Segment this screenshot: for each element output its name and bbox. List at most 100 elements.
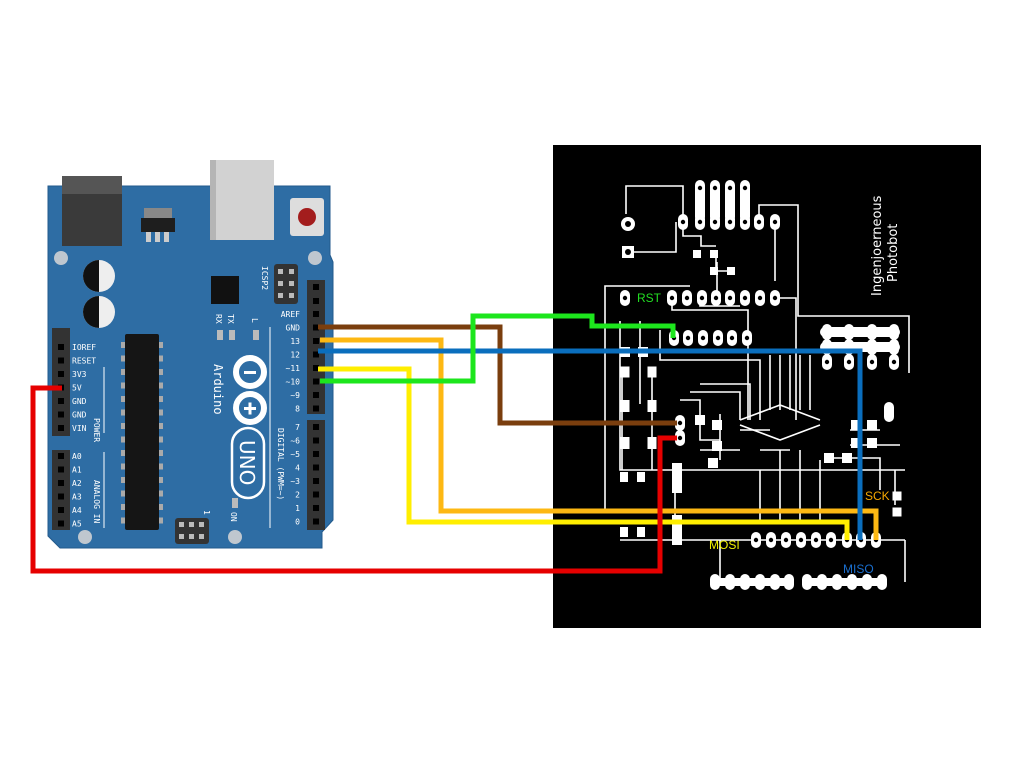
- pcb-title-line2: Photobot: [886, 224, 901, 282]
- pcb-board: Ingenjoerneous Photobot RST SCK MOSI MIS…: [553, 145, 981, 628]
- pcb-smd-pad: [842, 453, 852, 463]
- pin-hole: [313, 451, 319, 457]
- arduino-logo: [233, 355, 267, 425]
- sck-label: SCK: [865, 489, 890, 503]
- power-pin-label: VIN: [72, 424, 87, 433]
- digital-pin-label: 2: [295, 491, 300, 500]
- pcb-smd-pad: [867, 438, 877, 448]
- pcb-smd-pad: [647, 366, 657, 378]
- wire-rst: [320, 313, 676, 384]
- miso-label: MISO: [843, 562, 874, 576]
- pcb-smd-pad: [620, 366, 630, 378]
- icsp2-label: ICSP2: [260, 266, 269, 290]
- l-label: L: [250, 318, 259, 323]
- wire-mosi: [318, 366, 850, 540]
- pin-hole: [313, 365, 319, 371]
- power-header: [52, 328, 70, 436]
- pcb-smd-pad: [851, 438, 861, 448]
- digital-pin-label: 0: [295, 518, 300, 527]
- pcb-smd-pad: [693, 250, 701, 258]
- tx-label: TX: [226, 314, 235, 324]
- icsp2-header: [274, 264, 298, 304]
- pin-hole: [313, 518, 319, 525]
- pcb-smd-pad: [867, 420, 877, 430]
- pin-hole: [313, 392, 319, 398]
- pcb-smd-pad: [637, 472, 645, 482]
- pin-hole: [313, 338, 319, 344]
- pcb-smd-pad: [620, 437, 630, 449]
- analog-pin-label: A3: [72, 493, 82, 502]
- power-pin-label: GND: [72, 411, 87, 420]
- pcb-smd-pad: [637, 527, 645, 537]
- analog-in-label: ANALOG IN: [92, 480, 101, 524]
- pcb-smd-pad: [672, 515, 682, 545]
- pcb-smd-pad: [824, 453, 834, 463]
- power-pin-label: IOREF: [72, 343, 96, 352]
- usb-connector: [210, 160, 274, 240]
- pin-hole: [58, 344, 64, 350]
- pin-hole: [313, 324, 319, 331]
- digital-pin-label: ~5: [290, 450, 300, 459]
- analog-header: [52, 450, 70, 530]
- pin-hole: [313, 405, 319, 412]
- pin-hole: [58, 507, 64, 513]
- pcb-smd-pad: [892, 507, 902, 517]
- pin-hole: [313, 378, 319, 385]
- analog-pin-label: A2: [72, 479, 82, 488]
- digital-pin-label: 12: [290, 351, 300, 360]
- digital-pin-label: 1: [295, 504, 300, 513]
- pin-hole: [313, 464, 319, 471]
- wire-gnd: [318, 324, 677, 426]
- digital-pin-label: ~11: [286, 364, 301, 373]
- pin-hole: [58, 371, 64, 377]
- power-pin-label: 5V: [72, 384, 82, 393]
- analog-pin-label: A4: [72, 506, 82, 515]
- pcb-smd-pad: [712, 441, 722, 451]
- digital-pin-label: AREF: [281, 310, 300, 319]
- pin-hole: [313, 505, 319, 511]
- pin-hole: [58, 425, 64, 431]
- rst-label: RST: [637, 291, 662, 305]
- pin-hole: [58, 411, 64, 418]
- power-label: POWER: [92, 418, 101, 442]
- rx-label: RX: [214, 314, 223, 324]
- digital-label: DIGITAL (PWM=~): [276, 428, 285, 500]
- digital-pin-label: 13: [290, 337, 300, 346]
- pcb-smd-pad: [620, 527, 628, 537]
- analog-pin-label: A5: [72, 520, 82, 529]
- pcb-title-line1: Ingenjoerneous: [870, 195, 885, 296]
- analog-pin-label: A1: [72, 466, 82, 475]
- atmega-chip: [125, 334, 159, 530]
- pcb-smd-pad: [712, 420, 722, 430]
- power-pin-label: RESET: [72, 357, 96, 366]
- digital-pin-label: ~3: [290, 477, 300, 486]
- on-label: ON: [229, 512, 238, 522]
- arduino-brand-text: Arduino: [211, 364, 225, 415]
- digital-pin-label: 7: [295, 423, 300, 432]
- digital-pin-label: ~6: [290, 437, 300, 446]
- mosi-label: MOSI: [709, 538, 740, 552]
- digital-pin-label: GND: [286, 324, 301, 333]
- digital-header-bottom: [307, 420, 325, 530]
- wire-5v: [30, 385, 677, 574]
- pcb-smd-pad: [851, 420, 861, 430]
- digital-pin-label: ~10: [286, 378, 301, 387]
- power-pin-label: GND: [72, 397, 87, 406]
- pcb-smd-pad: [695, 415, 705, 425]
- icsp1-label: 1: [202, 510, 211, 515]
- pin-hole: [313, 311, 319, 317]
- pin-hole: [58, 480, 64, 486]
- wire-sck: [320, 337, 879, 540]
- pin-hole: [58, 520, 64, 527]
- pin-hole: [58, 493, 64, 500]
- pcb-smd-pad: [647, 437, 657, 449]
- pcb-smd-pad: [708, 458, 718, 468]
- arduino-uno-board: ICSP2 RX TX L ON Arduino UNO IOREFRESET3…: [47, 160, 334, 549]
- wires: [30, 313, 879, 574]
- pin-hole: [313, 424, 319, 430]
- pcb-smd-pad: [892, 491, 902, 501]
- pin-hole: [313, 491, 319, 498]
- uno-model-text: UNO: [235, 440, 259, 485]
- pin-hole: [313, 437, 319, 444]
